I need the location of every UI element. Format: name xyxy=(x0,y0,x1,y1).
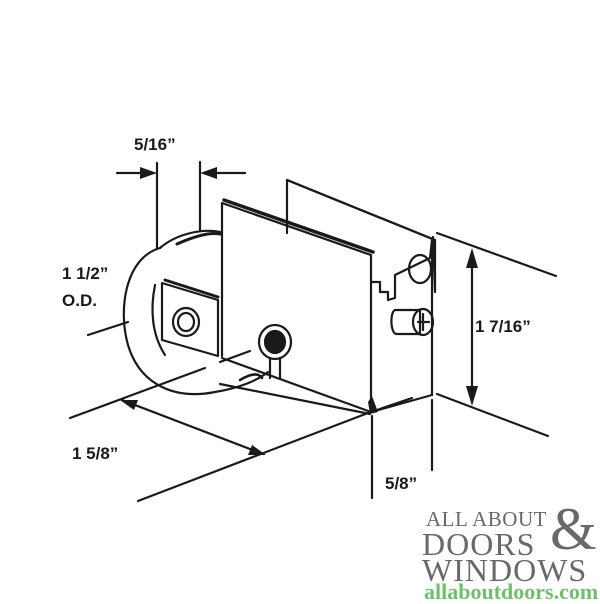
label-wheel-od: 1 1/2” xyxy=(62,264,109,283)
logo-url: allaboutdoors.com xyxy=(424,579,599,604)
logo-line-all-about: ALL ABOUT xyxy=(426,507,547,531)
dimension-wheel-width xyxy=(115,160,247,250)
axle-bracket xyxy=(160,278,220,358)
label-height: 1 7/16” xyxy=(475,317,531,336)
label-housing-width: 5/8” xyxy=(385,474,418,493)
logo-ampersand: & xyxy=(550,496,597,562)
dimension-height xyxy=(435,231,558,438)
label-wheel-od-suffix: O.D. xyxy=(62,291,97,310)
logo-line-doors: DOORS xyxy=(422,526,536,562)
rear-plate xyxy=(285,178,437,294)
label-wheel-width: 5/16” xyxy=(134,135,176,154)
logo-line-windows: WINDOWS xyxy=(422,552,588,588)
label-length: 1 5/8” xyxy=(72,444,119,463)
od-leader xyxy=(86,320,130,337)
dimension-length xyxy=(68,349,414,503)
dimension-housing-width xyxy=(370,398,434,500)
wheel xyxy=(122,229,270,396)
side-flange xyxy=(368,238,435,414)
front-plate xyxy=(220,198,375,414)
